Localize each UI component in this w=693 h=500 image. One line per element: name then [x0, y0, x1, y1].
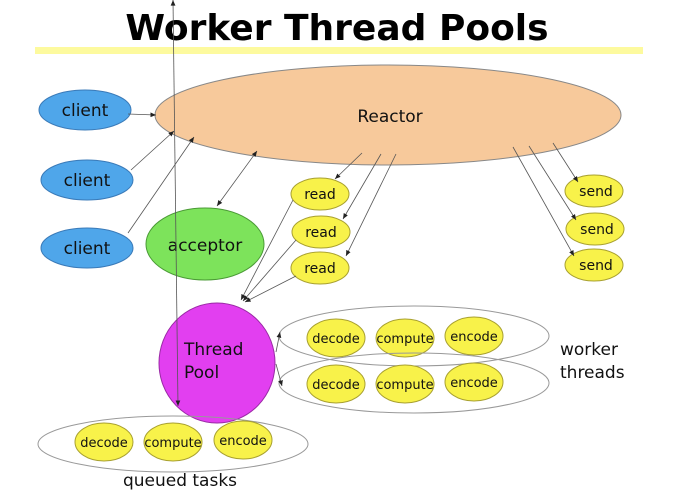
reactor-label: Reactor — [357, 107, 422, 127]
client-label: client — [62, 101, 109, 121]
arrow — [170, 0, 181, 407]
queued-tasks-label: queued tasks — [123, 471, 237, 491]
encode-step: encode — [450, 376, 498, 391]
arrow — [216, 150, 258, 207]
title-underline — [35, 47, 643, 54]
send-node: send — [565, 212, 625, 246]
compute-step: compute — [144, 436, 201, 451]
encode-step: encode — [219, 434, 267, 449]
arrow — [528, 145, 577, 221]
arrows — [127, 0, 579, 407]
thread-pool-label: Pool — [184, 363, 219, 383]
arrow — [240, 199, 294, 301]
arrow — [342, 153, 382, 220]
arrow — [275, 363, 283, 387]
send-node: send — [564, 174, 624, 208]
compute-step: compute — [376, 332, 433, 347]
arrow — [345, 153, 397, 257]
worker-threads-label: worker — [560, 340, 618, 360]
page-title: Worker Thread Pools — [125, 8, 548, 49]
read-node: read — [290, 251, 350, 285]
arrow — [512, 146, 575, 257]
decode-step: decode — [312, 378, 360, 393]
arrow — [552, 142, 579, 183]
client-node: client — [40, 227, 134, 269]
client-node: client — [38, 89, 132, 131]
read-label: read — [304, 187, 336, 203]
arrow — [130, 130, 175, 171]
client-label: client — [64, 239, 111, 259]
send-label: send — [579, 184, 613, 200]
arrow — [127, 112, 157, 118]
read-node: read — [291, 215, 351, 249]
arrow — [244, 275, 297, 303]
thread-pool-label: Thread — [183, 340, 243, 360]
worker-threads-label: threads — [560, 363, 625, 383]
decode-step: decode — [80, 436, 128, 451]
task-queue: decode compute encode — [37, 415, 309, 473]
client-node: client — [40, 159, 134, 201]
acceptor-node: acceptor — [145, 207, 265, 281]
read-node: read — [290, 177, 350, 211]
acceptor-label: acceptor — [168, 236, 242, 256]
worker-thread: decode compute encode — [278, 352, 550, 414]
thread-pool-node: Thread Pool — [158, 302, 276, 424]
compute-step: compute — [376, 378, 433, 393]
worker-thread: decode compute encode — [278, 305, 550, 367]
encode-step: encode — [450, 330, 498, 345]
send-node: send — [564, 248, 624, 282]
arrow — [275, 331, 282, 353]
read-label: read — [304, 261, 336, 277]
arrow — [242, 239, 297, 302]
decode-step: decode — [312, 332, 360, 347]
send-label: send — [580, 222, 614, 238]
reactor-node: Reactor — [154, 64, 622, 166]
arrow — [127, 136, 195, 234]
client-label: client — [64, 171, 111, 191]
arrow — [334, 152, 363, 180]
send-label: send — [579, 258, 613, 274]
read-label: read — [305, 225, 337, 241]
